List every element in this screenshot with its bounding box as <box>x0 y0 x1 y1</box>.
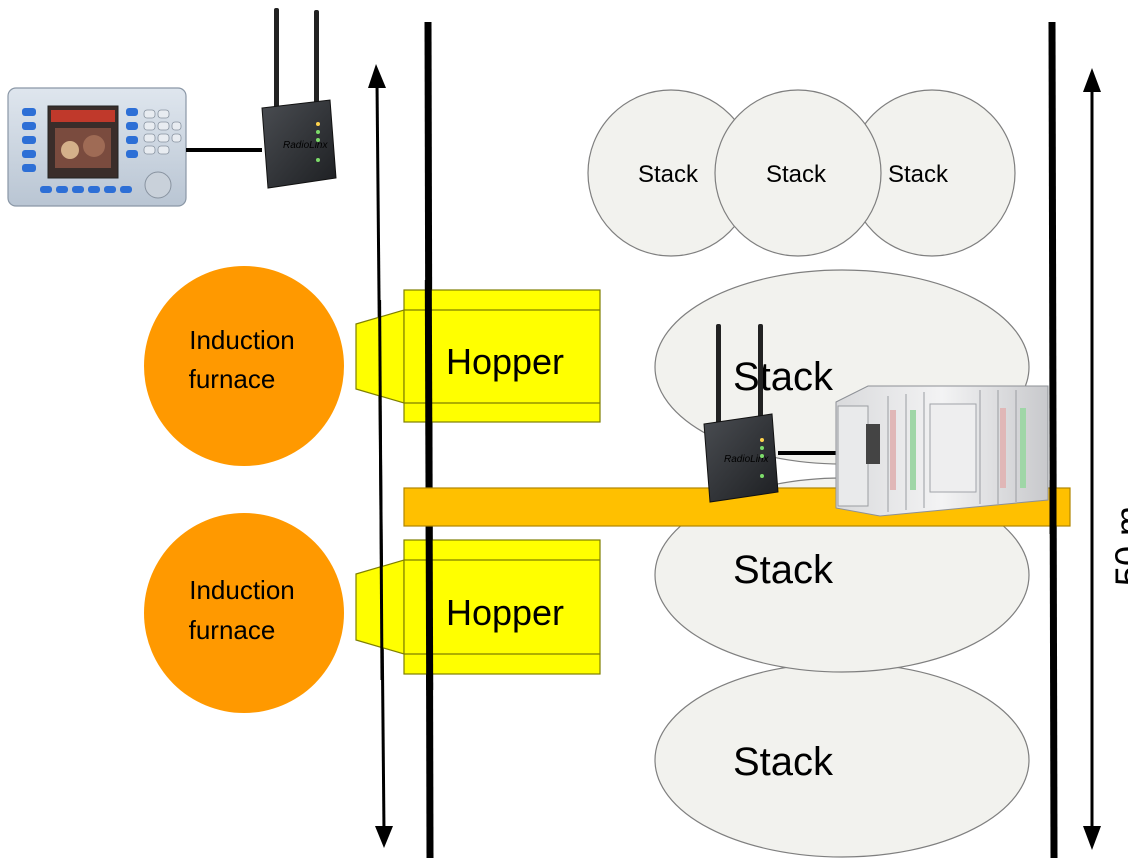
induction-furnace-1 <box>144 266 344 466</box>
left-rail-overlay <box>424 279 434 691</box>
stack-top-2-label: Stack <box>766 161 827 188</box>
plc-rack-icon <box>835 385 1049 517</box>
top-stack-group: Stack Stack Stack <box>587 89 1016 257</box>
stack-top-2 <box>714 89 882 257</box>
hopper-2-label: Hopper <box>446 592 564 633</box>
furnace-2-label-line1: Induction <box>189 575 295 605</box>
hopper-2 <box>355 539 601 675</box>
radiolinx-radio-icon: RadioLinx <box>261 8 337 189</box>
radio-brand-text-top: RadioLinx <box>283 140 328 151</box>
hopper-1-label: Hopper <box>446 341 564 382</box>
stack-top-3-label: Stack <box>888 161 949 188</box>
operator-panel-icon <box>7 87 187 207</box>
induction-furnace-2 <box>144 513 344 713</box>
left-arrow-overlay <box>378 299 384 681</box>
stack-upper-middle-label: Stack <box>733 355 834 399</box>
right-dimension-arrow <box>1083 68 1101 850</box>
radiolinx-radio-gantry-icon: RadioLinx <box>703 324 779 503</box>
stack-lower-middle-label: Stack <box>733 548 834 592</box>
furnace-2-label-line2: furnace <box>189 615 276 645</box>
stack-bottom <box>654 662 1030 858</box>
dimension-label: 50 m <box>1108 506 1128 586</box>
stack-top-1-label: Stack <box>638 161 699 188</box>
right-rail <box>1048 21 1058 859</box>
stack-bottom-label: Stack <box>733 740 834 784</box>
radio-brand-text-gantry: RadioLinx <box>724 454 769 465</box>
furnace-1-label-line1: Induction <box>189 325 295 355</box>
furnace-1-label-line2: furnace <box>189 364 276 394</box>
